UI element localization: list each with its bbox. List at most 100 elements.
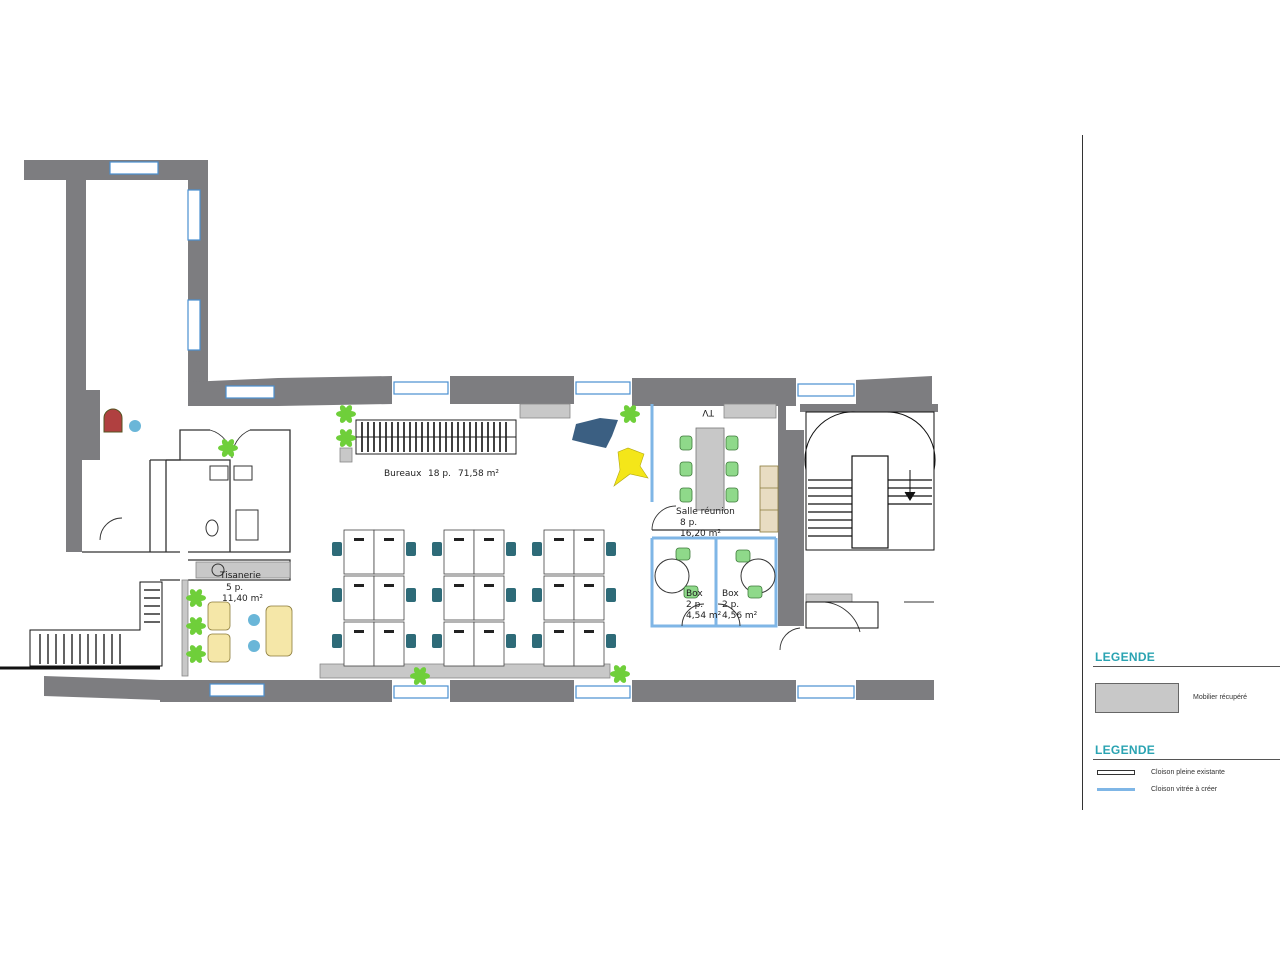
monitor [484,584,494,587]
monitor [554,630,564,633]
plant-icon [336,405,356,423]
tisanerie-area: 11,40 m² [222,594,263,604]
plant-icon [610,665,630,683]
desk [473,621,505,667]
monitor [454,538,464,541]
desk [443,575,475,621]
workstation-clusters [332,529,616,667]
box2-area: 4,56 m² [722,611,758,621]
monitor [484,538,494,541]
desk [473,575,505,621]
plant-icon [410,667,430,685]
desk [443,529,475,575]
legend-text-glass: Cloison vitrée à créer [1151,786,1218,793]
legend-rule-2 [1093,759,1280,760]
desk-chair [532,588,542,602]
plant-icon [186,645,206,663]
tisanerie-furniture [207,563,293,663]
plant-icon [620,405,640,423]
desk-chair [332,588,342,602]
desk [443,621,475,667]
monitor [584,538,594,541]
monitor [584,630,594,633]
monitor [554,584,564,587]
desk-chair [332,634,342,648]
desk [343,529,375,575]
box1-area: 4,54 m² [686,611,722,621]
tisanerie-people: 5 p. [226,583,243,593]
legend-panel: LEGENDE Mobilier récupéré LEGENDE Cloiso… [1082,135,1280,810]
monitor [484,630,494,633]
desk-chair [432,588,442,602]
desk-chair [332,542,342,556]
box-furniture [654,547,776,599]
desk-chair [532,542,542,556]
legend-rule-1 [1093,666,1280,667]
bureaux-label: Bureaux [384,469,422,479]
legend-title-1: LEGENDE [1095,650,1156,664]
desk [573,621,605,667]
box2-people: 2 p. [722,600,739,610]
misc-items [103,408,141,433]
desk [373,575,405,621]
desk-chair [532,634,542,648]
staircase-left [0,581,163,670]
desk-chair [506,542,516,556]
desk [543,529,575,575]
desk-chair [406,634,416,648]
tv-label: TV [702,407,715,417]
monitor [354,538,364,541]
tisanerie-label: Tisanerie [219,571,261,581]
monitor [584,584,594,587]
plant-icon [336,429,356,447]
storage-unit [355,419,517,455]
kitchen-cabinet [759,465,779,533]
legend-swatch-furniture [1095,683,1179,713]
meeting-room-label: Salle réunion [676,506,735,517]
room-labels: Bureaux 18 p. 71,58 m² Tisanerie 5 p. 11… [219,407,758,621]
plant-icon [218,439,238,457]
desk-chair [406,588,416,602]
reused-furniture [181,403,853,679]
desk [343,621,375,667]
desk-chair [432,542,442,556]
meeting-table [679,427,739,511]
monitor [384,538,394,541]
plant-icon [186,589,206,607]
desk-chair [506,634,516,648]
legend-text-furniture: Mobilier récupéré [1193,694,1248,701]
legend-swatch-wall [1097,770,1135,775]
lounge-poufs [572,418,649,487]
desk-chair [606,542,616,556]
monitor [354,630,364,633]
desk-chair [606,588,616,602]
desk [343,575,375,621]
monitor [454,584,464,587]
desk-chair [606,634,616,648]
monitor [354,584,364,587]
box1-people: 2 p. [686,600,703,610]
plants [186,405,640,685]
wc-fixtures [205,465,259,541]
desk [473,529,505,575]
meeting-room-area: 16,20 m² [680,529,721,539]
legend-text-wall: Cloison pleine existante [1151,769,1225,776]
desk-chair [432,634,442,648]
bureaux-people: 18 p. [428,469,451,479]
box1-label: Box [686,589,703,599]
windows [109,161,855,699]
staircase-right [804,411,936,629]
box2-label: Box [722,589,739,599]
desk-chair [506,588,516,602]
desk [373,621,405,667]
monitor [384,584,394,587]
monitor [554,538,564,541]
meeting-room-people: 8 p. [680,518,697,528]
monitor [384,630,394,633]
desk [373,529,405,575]
bureaux-area: 71,58 m² [458,469,499,479]
glass-partitions [650,404,778,628]
plant-icon [186,617,206,635]
interior-walls [82,429,291,676]
